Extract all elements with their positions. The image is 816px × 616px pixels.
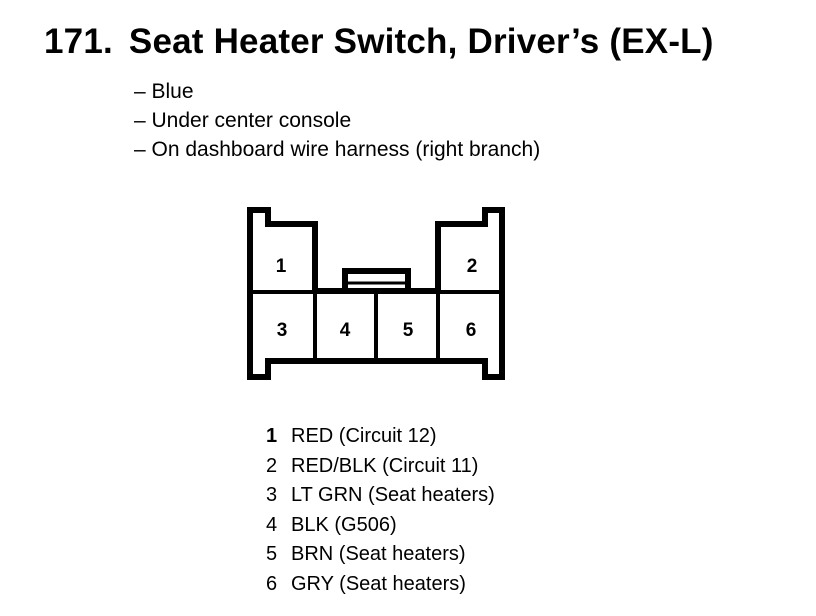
pin-label-4: 4 (340, 320, 351, 341)
wire-pin-number: 5 (266, 543, 278, 565)
wire-pin-number: 1 (266, 425, 278, 447)
wire-pin-number: 2 (266, 454, 278, 477)
connector-info-list: – Blue – Under center console – On dashb… (134, 77, 540, 164)
wire-row: 5 BRN (Seat heaters) (266, 540, 495, 570)
wire-description: BLK (G506) (291, 513, 397, 536)
wire-row: 1 RED (Circuit 12) (266, 422, 495, 452)
info-harness: – On dashboard wire harness (right branc… (134, 138, 541, 161)
page-title: 171. Seat Heater Switch, Driver’s (EX-L) (44, 22, 714, 62)
locking-tab (342, 268, 411, 291)
wire-row: 3 LT GRN (Seat heaters) (266, 481, 495, 511)
wire-description: RED (Circuit 12) (291, 425, 437, 447)
pin-label-5: 5 (403, 320, 414, 341)
pin-label-1: 1 (276, 256, 287, 277)
wire-description: GRY (Seat heaters) (291, 572, 466, 595)
title-text: Seat Heater Switch, Driver’s (EX-L) (128, 22, 714, 61)
wire-pin-number: 4 (266, 513, 278, 536)
info-location: – Under center console (134, 109, 352, 132)
wire-pin-number: 3 (266, 484, 278, 506)
wire-row: 2 RED/BLK (Circuit 11) (266, 452, 495, 482)
wire-row: 4 BLK (G506) (266, 511, 495, 541)
pin-label-6: 6 (466, 320, 477, 341)
wire-description: RED/BLK (Circuit 11) (291, 454, 479, 477)
wire-pin-number: 6 (266, 572, 278, 595)
title-number: 171. (44, 22, 113, 61)
pin-label-2: 2 (467, 256, 478, 277)
connector-diagram: 1 2 3 4 5 6 (247, 207, 505, 380)
info-color: – Blue (134, 80, 194, 103)
connector-housing-outline (247, 207, 505, 380)
wire-row: 6 GRY (Seat heaters) (266, 570, 495, 600)
wire-description: LT GRN (Seat heaters) (291, 484, 495, 506)
pin-label-3: 3 (277, 320, 288, 341)
wire-description: BRN (Seat heaters) (291, 543, 466, 565)
